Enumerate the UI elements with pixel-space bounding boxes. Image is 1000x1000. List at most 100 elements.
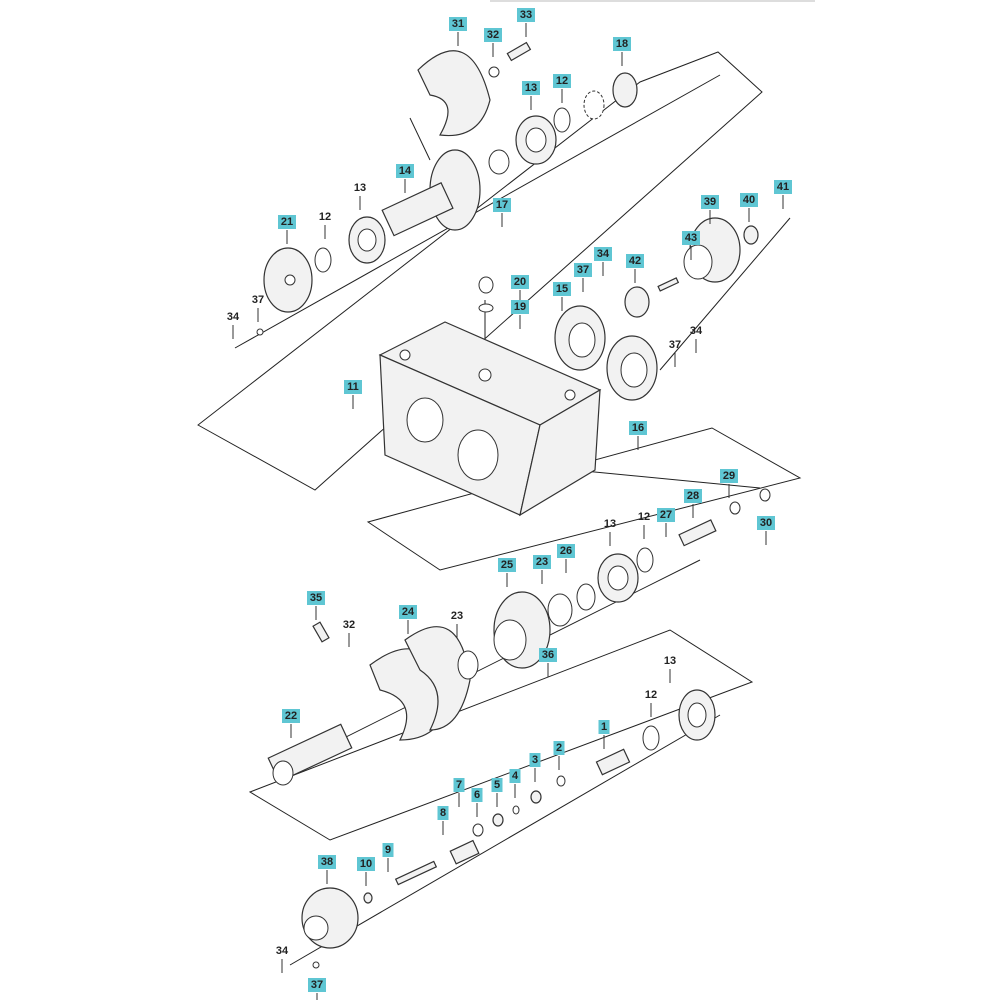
part-number: 23 <box>451 610 463 622</box>
label-highlight <box>498 558 516 572</box>
part-label[interactable]: 23 <box>451 610 463 638</box>
part-number: 37 <box>669 339 681 351</box>
part-label[interactable]: 34 <box>276 945 289 973</box>
part-label[interactable]: 12 <box>638 511 650 539</box>
part-label[interactable]: 13 <box>604 518 616 546</box>
part-number: 31 <box>452 18 464 30</box>
part-label[interactable]: 5 <box>491 778 503 807</box>
part-label[interactable]: 24 <box>399 605 417 634</box>
part-label[interactable]: 4 <box>509 769 521 798</box>
part-number: 24 <box>402 606 415 618</box>
part-label[interactable]: 35 <box>307 591 325 620</box>
part-label[interactable]: 19 <box>511 300 529 329</box>
label-highlight <box>517 8 535 22</box>
label-highlight <box>282 709 300 723</box>
part-number: 3 <box>532 754 538 766</box>
part-label[interactable]: 41 <box>774 180 792 209</box>
part-label[interactable]: 3 <box>529 753 541 782</box>
part-number: 21 <box>281 216 293 228</box>
part-label[interactable]: 36 <box>539 648 557 677</box>
part-label[interactable]: 37 <box>574 263 592 292</box>
part-number: 19 <box>514 301 526 313</box>
part-label[interactable]: 11 <box>344 380 362 409</box>
part-label[interactable]: 12 <box>553 74 571 103</box>
part-label[interactable]: 13 <box>522 81 540 110</box>
part-label[interactable]: 21 <box>278 215 296 244</box>
part-label[interactable]: 2 <box>553 741 565 770</box>
label-highlight <box>557 544 575 558</box>
part-label[interactable]: 17 <box>493 198 511 227</box>
part-label[interactable]: 14 <box>396 164 414 193</box>
part-label[interactable]: 38 <box>318 855 336 884</box>
part-label[interactable]: 31 <box>449 17 467 46</box>
part-label[interactable]: 8 <box>437 806 449 835</box>
part-number: 37 <box>252 294 264 306</box>
label-highlight <box>539 648 557 662</box>
part-label[interactable]: 29 <box>720 469 738 498</box>
part-label[interactable]: 16 <box>629 421 647 450</box>
part-number: 12 <box>645 689 657 701</box>
part-label[interactable]: 9 <box>382 843 394 872</box>
part-number: 25 <box>501 559 513 571</box>
part-label[interactable]: 37 <box>252 294 264 322</box>
label-highlight <box>684 489 702 503</box>
part-number: 32 <box>343 619 355 631</box>
part-number: 29 <box>723 470 735 482</box>
part-label[interactable]: 18 <box>613 37 631 66</box>
part-label[interactable]: 12 <box>645 689 657 717</box>
part-label[interactable]: 22 <box>282 709 300 738</box>
part-label[interactable]: 28 <box>684 489 702 518</box>
part-label[interactable]: 37 <box>308 978 326 1000</box>
assembly-frame-top <box>409 117 431 161</box>
label-highlight <box>511 300 529 314</box>
label-highlight <box>308 978 326 992</box>
part-label[interactable]: 40 <box>740 193 758 222</box>
part-label[interactable]: 23 <box>533 555 551 584</box>
label-highlight <box>522 81 540 95</box>
label-highlight <box>701 195 719 209</box>
part-number: 1 <box>601 721 607 733</box>
label-highlight <box>774 180 792 194</box>
part-label[interactable]: 32 <box>343 619 355 647</box>
part-label[interactable]: 1 <box>598 720 610 749</box>
part-label[interactable]: 32 <box>484 28 502 57</box>
part-label[interactable]: 6 <box>471 788 483 817</box>
part-label[interactable]: 20 <box>511 275 529 304</box>
part-label[interactable]: 30 <box>757 516 775 545</box>
part-label[interactable]: 13 <box>664 655 676 683</box>
label-highlight <box>396 164 414 178</box>
label-highlight <box>533 555 551 569</box>
part-number: 6 <box>474 789 480 801</box>
label-highlight <box>449 17 467 31</box>
part-number: 11 <box>347 381 359 393</box>
part-label[interactable]: 26 <box>557 544 575 573</box>
part-label[interactable]: 13 <box>354 182 366 210</box>
part-number: 22 <box>285 710 297 722</box>
part-number: 23 <box>536 556 548 568</box>
part-label[interactable]: 39 <box>701 195 719 224</box>
part-label[interactable]: 42 <box>626 254 644 283</box>
label-highlight <box>491 778 503 792</box>
part-label[interactable]: 27 <box>657 508 675 537</box>
part-label[interactable]: 34 <box>227 311 240 339</box>
part-number: 34 <box>690 325 703 337</box>
part-number: 10 <box>360 858 372 870</box>
label-highlight <box>511 275 529 289</box>
part-label[interactable]: 12 <box>319 211 331 239</box>
part-label[interactable]: 7 <box>453 778 465 807</box>
part-label[interactable]: 25 <box>498 558 516 587</box>
part-label[interactable]: 15 <box>553 282 571 311</box>
part-label[interactable]: 33 <box>517 8 535 37</box>
part-number: 43 <box>685 232 697 244</box>
axis-upper <box>234 74 721 349</box>
label-highlight <box>594 247 612 261</box>
label-highlight <box>307 591 325 605</box>
part-number: 27 <box>660 509 672 521</box>
part-label[interactable]: 34 <box>690 325 703 353</box>
part-number: 20 <box>514 276 526 288</box>
part-label[interactable]: 37 <box>669 339 681 367</box>
part-label[interactable]: 43 <box>682 231 700 260</box>
part-label[interactable]: 10 <box>357 857 375 886</box>
part-label[interactable]: 34 <box>594 247 612 276</box>
